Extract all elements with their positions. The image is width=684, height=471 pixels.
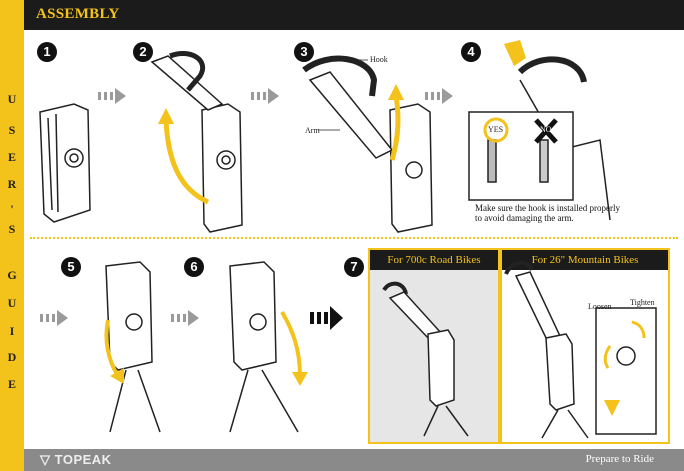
arm-label: Arm <box>305 126 320 135</box>
road-bike-illustration <box>382 281 469 437</box>
rotate-arrow-icon <box>280 310 302 377</box>
step-number: 7 <box>344 257 364 277</box>
step-number: 5 <box>61 257 81 277</box>
folded-stand-illustration <box>39 103 91 223</box>
step-number: 1 <box>37 42 57 62</box>
section-divider <box>30 237 678 239</box>
push-arrow-icon <box>504 40 526 66</box>
leg-unfold-illustration <box>229 261 299 433</box>
road-bike-heading: For 700c Road Bikes <box>370 250 498 270</box>
sidebar-letter: U <box>7 92 17 106</box>
step-number: 2 <box>133 42 153 62</box>
sidebar-users-guide: U S E R ' S G U I D E <box>0 0 24 471</box>
yes-circle-icon <box>483 117 509 143</box>
rotate-arrow-icon <box>389 95 401 161</box>
hook-arm-illustration <box>302 55 433 233</box>
page-footer: ▽ TOPEAK Prepare to Ride <box>24 449 684 471</box>
flow-arrow-icon <box>310 306 343 330</box>
sidebar-letter: I <box>9 324 15 338</box>
sidebar-letter: G <box>7 268 17 282</box>
brand-logo: ▽ TOPEAK <box>40 452 112 468</box>
flow-arrow-icon <box>171 310 199 326</box>
mountain-bike-heading: For 26" Mountain Bikes <box>502 250 668 270</box>
mountain-bike-panel: For 26" Mountain Bikes Loosen Tighten <box>500 248 670 444</box>
section-header: ASSEMBLY <box>24 0 684 30</box>
flow-arrow-icon <box>40 310 68 326</box>
loosen-arrow-icon <box>603 345 612 369</box>
sidebar-letter: D <box>7 350 17 364</box>
road-bike-panel: For 700c Road Bikes <box>368 248 500 444</box>
no-label: NO <box>540 125 552 134</box>
yes-label: YES <box>488 125 504 134</box>
hook-label: Hook <box>370 55 388 64</box>
loosen-label: Loosen <box>588 302 612 311</box>
no-x-icon <box>534 118 558 144</box>
leg-unfold-illustration <box>105 261 161 433</box>
flow-arrow-icon <box>251 88 279 104</box>
rotate-arrow-icon <box>163 119 210 205</box>
step-number: 6 <box>184 257 204 277</box>
flow-arrow-icon <box>425 88 453 104</box>
tighten-label: Tighten <box>630 298 655 307</box>
flow-arrow-icon <box>98 88 126 104</box>
tighten-arrow-icon <box>631 320 646 339</box>
sidebar-letter: E <box>7 377 16 391</box>
hook-install-illustration <box>468 56 611 221</box>
brand-name: TOPEAK <box>54 452 112 467</box>
unfolding-stand-illustration <box>150 51 243 233</box>
step-number: 4 <box>461 42 481 62</box>
sidebar-letter: U <box>7 296 17 310</box>
sidebar-letter: S <box>8 123 16 137</box>
sidebar-letter: E <box>7 150 16 164</box>
sidebar-letter: S <box>8 222 16 236</box>
sidebar-letter: R <box>7 177 17 191</box>
hook-install-note: Make sure the hook is installed properly… <box>475 203 620 223</box>
logo-icon: ▽ <box>40 452 51 467</box>
rotate-arrow-icon <box>104 319 120 378</box>
footer-tagline: Prepare to Ride <box>585 453 654 465</box>
page-title: ASSEMBLY <box>36 6 120 22</box>
step-number: 3 <box>294 42 314 62</box>
down-arrow-icon <box>604 400 620 416</box>
mountain-bike-illustration <box>504 261 657 439</box>
sidebar-letter: ' <box>10 202 14 216</box>
